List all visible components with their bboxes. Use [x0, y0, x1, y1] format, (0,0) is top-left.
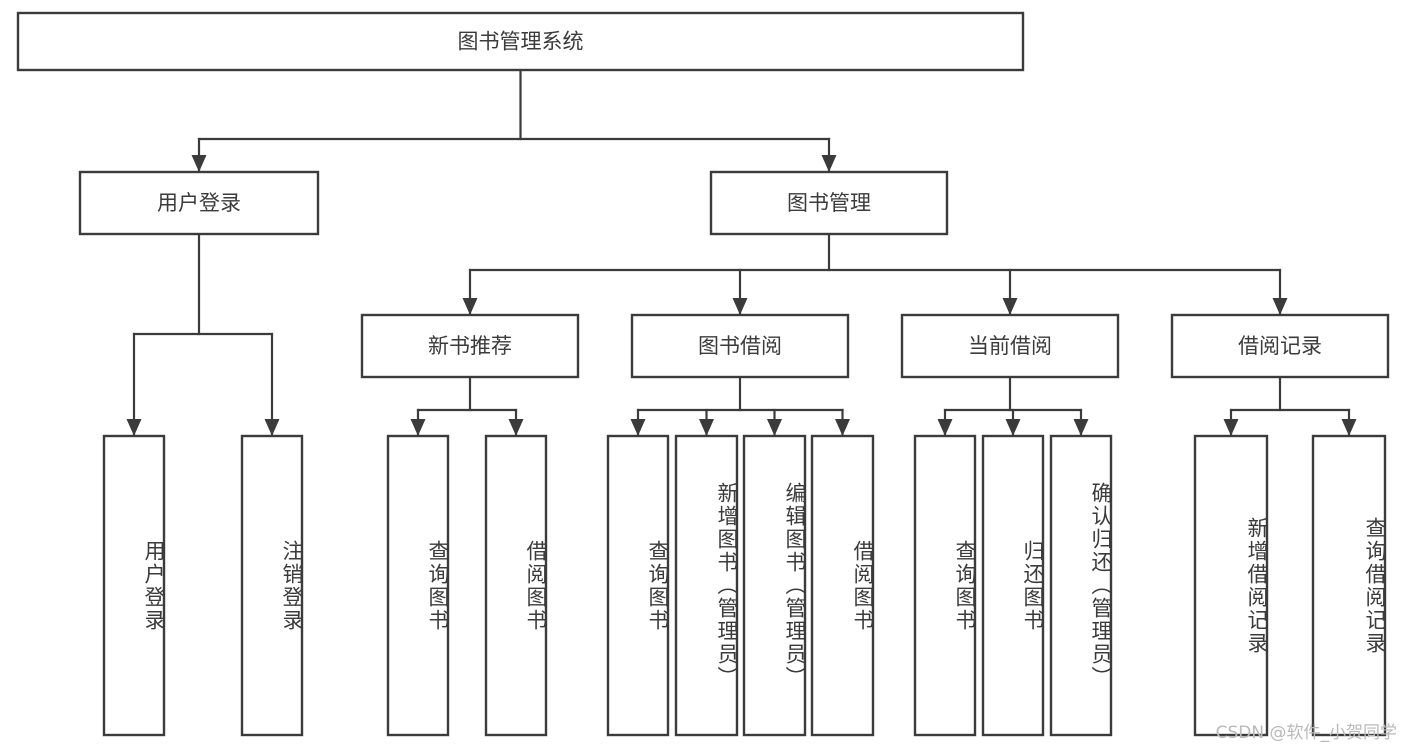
arrow-head-icon — [508, 419, 524, 436]
node-leaf-7-rect[interactable] — [810, 434, 875, 737]
arrow-head-icon — [1223, 419, 1239, 436]
node-leaf-5-rect[interactable] — [674, 434, 739, 737]
arrow-head-icon — [732, 298, 748, 315]
arrow-head-icon — [410, 419, 426, 436]
node-level2-1-label: 图书借阅 — [698, 334, 782, 358]
node-leaf-3-rect[interactable] — [484, 434, 548, 737]
node-leaf-3[interactable] — [484, 434, 548, 737]
arrow-head-icon — [821, 155, 837, 172]
node-leaf-2[interactable] — [386, 434, 450, 737]
arrow-head-icon — [835, 419, 850, 436]
arrow-head-icon — [630, 419, 646, 436]
node-level2-1-rect[interactable] — [630, 313, 850, 379]
node-level2-2-label: 当前借阅 — [968, 334, 1052, 358]
node-level1-0[interactable] — [78, 170, 320, 236]
node-level1-1-label: 图书管理 — [787, 191, 871, 215]
node-leaf-7[interactable] — [810, 434, 875, 737]
node-leaf-5[interactable] — [674, 434, 739, 737]
node-level2-0-rect[interactable] — [360, 313, 580, 379]
node-leaf-1-rect[interactable] — [240, 434, 304, 737]
node-level2-2[interactable] — [900, 313, 1120, 379]
arrow-head-icon — [937, 419, 953, 436]
node-leaf-11[interactable] — [1193, 434, 1269, 737]
arrow-head-icon — [1341, 419, 1357, 436]
arrow-head-icon — [767, 419, 782, 436]
arrow-head-icon — [1002, 298, 1018, 315]
node-leaf-9[interactable] — [981, 434, 1045, 737]
arrow-head-icon — [1272, 298, 1288, 315]
node-root-rect[interactable] — [16, 11, 1025, 72]
node-leaf-9-rect[interactable] — [981, 434, 1045, 737]
node-leaf-10-rect[interactable] — [1049, 434, 1113, 737]
node-leaf-11-rect[interactable] — [1193, 434, 1269, 737]
node-level2-1[interactable] — [630, 313, 850, 379]
node-leaf-12-rect[interactable] — [1311, 434, 1387, 737]
node-leaf-4-rect[interactable] — [606, 434, 670, 737]
node-leaf-10[interactable] — [1049, 434, 1113, 737]
node-leaf-0[interactable] — [102, 434, 166, 737]
node-leaf-1[interactable] — [240, 434, 304, 737]
node-level1-0-label: 用户登录 — [157, 191, 241, 215]
arrow-head-icon — [1005, 419, 1021, 436]
node-level2-3-label: 借阅记录 — [1238, 334, 1322, 358]
arrow-head-icon — [126, 419, 142, 436]
node-leaf-2-rect[interactable] — [386, 434, 450, 737]
node-leaf-6-rect[interactable] — [742, 434, 807, 737]
node-leaf-0-rect[interactable] — [102, 434, 166, 737]
edge-layer — [126, 68, 1357, 438]
node-level2-3[interactable] — [1170, 313, 1390, 379]
node-root[interactable] — [16, 11, 1025, 72]
arrow-head-icon — [1073, 419, 1089, 436]
node-level1-0-rect[interactable] — [78, 170, 320, 236]
node-leaf-4[interactable] — [606, 434, 670, 737]
node-leaf-8[interactable] — [913, 434, 977, 737]
node-leaf-6[interactable] — [742, 434, 807, 737]
arrow-head-icon — [264, 419, 280, 436]
arrow-head-icon — [699, 419, 714, 436]
node-root-label: 图书管理系统 — [458, 30, 584, 54]
watermark-text: CSDN @软件_小贺同学 — [1215, 723, 1397, 743]
node-leaf-8-rect[interactable] — [913, 434, 977, 737]
node-level2-2-rect[interactable] — [900, 313, 1120, 379]
node-level2-3-rect[interactable] — [1170, 313, 1390, 379]
node-level2-0-label: 新书推荐 — [428, 334, 512, 358]
arrow-head-icon — [191, 155, 207, 172]
arrow-head-icon — [462, 298, 478, 315]
node-level1-1-rect[interactable] — [709, 170, 949, 236]
node-level2-0[interactable] — [360, 313, 580, 379]
node-level1-1[interactable] — [709, 170, 949, 236]
node-leaf-12[interactable] — [1311, 434, 1387, 737]
